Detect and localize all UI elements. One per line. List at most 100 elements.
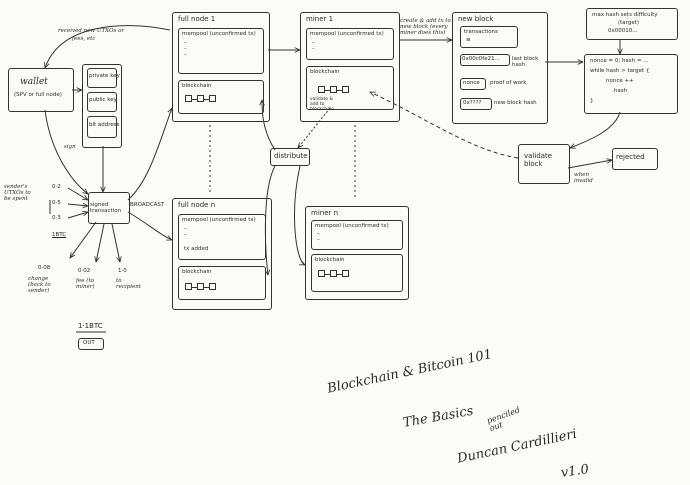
proof-of-work-box: [584, 54, 678, 114]
bit-address-label: bit address: [89, 122, 120, 128]
miner-n-title: miner n: [311, 209, 339, 217]
new-block[interactable]: [452, 12, 548, 124]
full-node-n-blockchain-label: blockchain: [182, 269, 212, 275]
miner-1-side-note: create & add tx to new block (every mine…: [400, 18, 451, 36]
wallet-fees-note: fees, etc: [72, 36, 96, 42]
nonce-label: nonce: [463, 80, 480, 86]
new-block-transactions: [460, 26, 518, 48]
distribute-label: distribute: [274, 152, 308, 160]
miner-n-chain: [318, 270, 358, 278]
full-node-1-blockchain-label: blockchain: [182, 83, 212, 89]
private-key-label: private key: [89, 73, 120, 79]
output-recipient-amount: 1·0: [118, 268, 127, 274]
new-block-transactions-label: transactions: [464, 29, 498, 35]
difficulty-line2: (target): [618, 20, 640, 26]
miner-n-mempool-label: mempool (unconfirmed tx): [315, 223, 389, 229]
out-box: [78, 338, 104, 350]
pow-line1: nonce = 0; hash = ...: [590, 58, 649, 64]
arrow-in3: [67, 212, 88, 219]
full-node-1-title: full node 1: [178, 15, 216, 23]
output-change-note: change (back to sender): [28, 276, 51, 294]
full-node-n-chain: [185, 283, 225, 291]
difficulty-box: [586, 8, 678, 40]
wallet-subtitle: (SPV or full node): [14, 92, 62, 98]
when-invalid-label: when invalid: [574, 172, 593, 184]
miner-n-blockchain-label: blockchain: [315, 257, 345, 263]
output-recipient-note: to recipient: [116, 278, 142, 290]
full-node-1-mempool-items: –––: [184, 40, 187, 58]
full-node-n-blockchain: [178, 266, 266, 300]
miner-1-blockchain: [306, 66, 394, 110]
full-node-n-mempool-items: ––: [184, 226, 187, 238]
arrow-node-to-wallet: [45, 25, 171, 68]
arrow-in2: [67, 204, 88, 206]
nonce: [460, 78, 486, 90]
bit-address: [87, 116, 117, 138]
miner-1[interactable]: [300, 12, 400, 122]
private-key: [87, 68, 117, 88]
output-fee-amount: 0·02: [78, 268, 91, 274]
miner-1-chain: [318, 86, 358, 94]
new-block-title: new block: [458, 15, 494, 23]
miner-1-mempool: [306, 28, 394, 60]
pow-line2: while hash > target {: [590, 68, 650, 74]
signed-transaction[interactable]: [88, 192, 130, 224]
full-node-1-mempool-label: mempool (unconfirmed tx): [182, 31, 256, 37]
wallet-box[interactable]: [8, 68, 74, 112]
full-node-1-chain: [185, 95, 225, 103]
pow-line3: nonce ++: [606, 78, 634, 84]
full-node-n-mempool: [178, 214, 266, 260]
input-3: 0·3: [52, 215, 61, 221]
full-node-n[interactable]: [172, 198, 272, 310]
last-block-hash-value: 0x00c0fe21...: [462, 56, 500, 62]
rejected-label: rejected: [616, 153, 645, 161]
out-label: OUT: [83, 340, 95, 346]
wallet-title: wallet: [20, 77, 48, 87]
new-block-hash: [460, 98, 492, 110]
broadcast-label: BROADCAST: [130, 202, 165, 208]
distribute-box[interactable]: [270, 148, 310, 166]
miner-1-title: miner 1: [306, 15, 334, 23]
arrow-validate-rejected: [567, 160, 612, 169]
full-node-n-mempool-label: mempool (unconfirmed tx): [182, 217, 256, 223]
arrow-out-recipient: [111, 223, 120, 262]
full-node-1-blockchain: [178, 80, 264, 114]
miner-n[interactable]: [305, 206, 409, 300]
arrow-pow-validate: [570, 111, 621, 148]
arrow-broadcast-node1: [127, 108, 172, 201]
sign-label: sign: [64, 144, 76, 150]
new-block-transactions-items: ≡: [466, 37, 471, 43]
validate-block[interactable]: [518, 144, 570, 184]
sender-label: sender's UTXOs to be spent: [4, 184, 31, 202]
proof-of-work-label: proof of work: [490, 80, 527, 86]
output-change-amount: 0·08: [38, 265, 51, 271]
arrow-miner1-distribute: [298, 107, 331, 148]
last-block-hash: [460, 54, 510, 66]
full-node-n-title: full node n: [178, 201, 216, 209]
arrow-in1: [67, 187, 88, 200]
rejected-box: [612, 148, 658, 170]
miner-n-mempool-items: ––: [317, 231, 320, 243]
miner-1-validate-note: validate & add to blockchain: [310, 97, 335, 112]
full-node-1[interactable]: [172, 12, 270, 122]
arrow-wallet-to-tx: [44, 109, 88, 194]
new-block-hash-label: new block hash: [494, 100, 537, 106]
pow-line5: }: [590, 98, 594, 104]
input-1: 0·2: [52, 184, 61, 190]
new-block-hash-value: 0x????: [463, 100, 482, 106]
wallet-received-note: received new UTXOs or: [58, 28, 125, 34]
outputs-total: 1·1BTC: [78, 322, 103, 330]
output-fee-note: fee (to miner): [76, 278, 95, 290]
keys-box: [82, 64, 122, 148]
signed-transaction-label: signed transaction: [90, 202, 122, 214]
public-key-label: public key: [89, 97, 117, 103]
miner-1-mempool-items: ––: [312, 40, 315, 52]
last-block-hash-label: last block hash: [512, 56, 539, 68]
arrow-broadcast-noden: [127, 211, 172, 240]
arrow-validate-miner1: [370, 91, 519, 159]
pow-line4: hash: [614, 88, 628, 94]
full-node-1-mempool: [178, 28, 264, 74]
miner-1-mempool-label: mempool (unconfirmed tx): [310, 31, 384, 37]
miner-n-blockchain: [311, 254, 403, 292]
miner-n-mempool: [311, 220, 403, 250]
